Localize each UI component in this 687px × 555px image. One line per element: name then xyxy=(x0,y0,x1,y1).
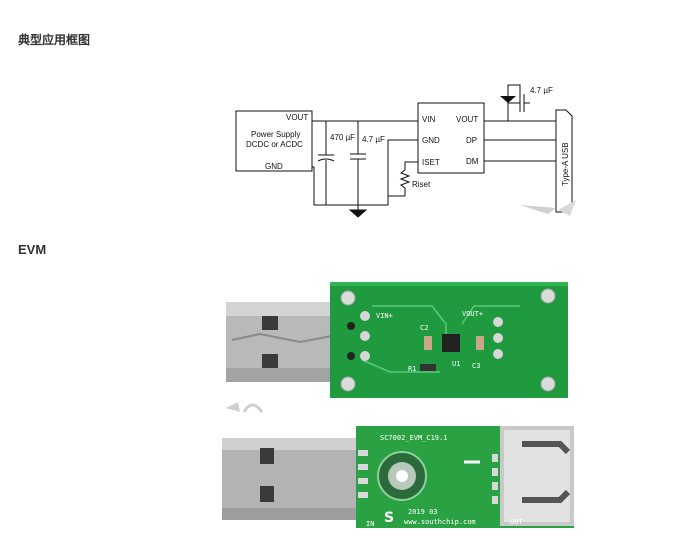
pcb-label-in: IN xyxy=(366,520,374,528)
pcb-label-vin: VIN+ xyxy=(376,312,393,320)
pcb-label-out: OUT xyxy=(510,518,523,526)
chip-u1 xyxy=(442,334,460,352)
label-ic-vin: VIN xyxy=(422,115,436,124)
pcb-label-date: 2019 03 xyxy=(408,508,438,516)
label-cap-4-7uf-left: 4.7 µF xyxy=(362,135,385,144)
usb-plug-metal xyxy=(222,438,360,520)
label-riset: Riset xyxy=(412,180,431,189)
label-cap-4-7uf-top: 4.7 µF xyxy=(530,86,553,95)
ic-box xyxy=(417,102,485,174)
pcb-label-r1: R1 xyxy=(408,365,416,373)
evm-photo-bottom: S xyxy=(222,426,574,528)
label-ic-dm: DM xyxy=(466,157,479,166)
section-heading-typical-application: 典型应用框图 xyxy=(18,33,91,47)
label-cap-470uf: 470 µF xyxy=(330,133,355,142)
label-ic-iset: ISET xyxy=(422,158,440,167)
evm-photo-top xyxy=(226,282,568,398)
pcb-label-url: www.southchip.com xyxy=(404,518,476,526)
pcb-label-c3: C3 xyxy=(472,362,480,370)
pcb-label-u1: U1 xyxy=(452,360,460,368)
label-type-a-usb: Type-A USB xyxy=(561,142,570,186)
usb-plug-hole xyxy=(262,316,278,330)
schematic-diagram xyxy=(235,84,573,218)
decor-swoosh-2 xyxy=(558,200,576,216)
pcb-label-c2: C2 xyxy=(420,324,428,332)
pcb-label-vout: VOUT+ xyxy=(462,310,483,318)
label-ic-gnd: GND xyxy=(422,136,440,145)
label-dcdc-acdc: DCDC or ACDC xyxy=(246,140,303,149)
section-heading-evm: EVM xyxy=(18,242,47,257)
label-gnd-supply: GND xyxy=(265,162,283,171)
label-power-supply: Power Supply xyxy=(251,130,300,139)
power-supply-box xyxy=(235,110,313,172)
usb-plug-hole xyxy=(262,354,278,368)
southchip-logo-icon: S xyxy=(384,510,394,526)
label-ic-vout: VOUT xyxy=(456,115,478,124)
decor-swoosh xyxy=(520,205,556,214)
label-ic-dp: DP xyxy=(466,136,477,145)
label-vout-supply: VOUT xyxy=(286,113,308,122)
pcb-label-title: SC7002_EVM_C19.1 xyxy=(380,434,447,442)
